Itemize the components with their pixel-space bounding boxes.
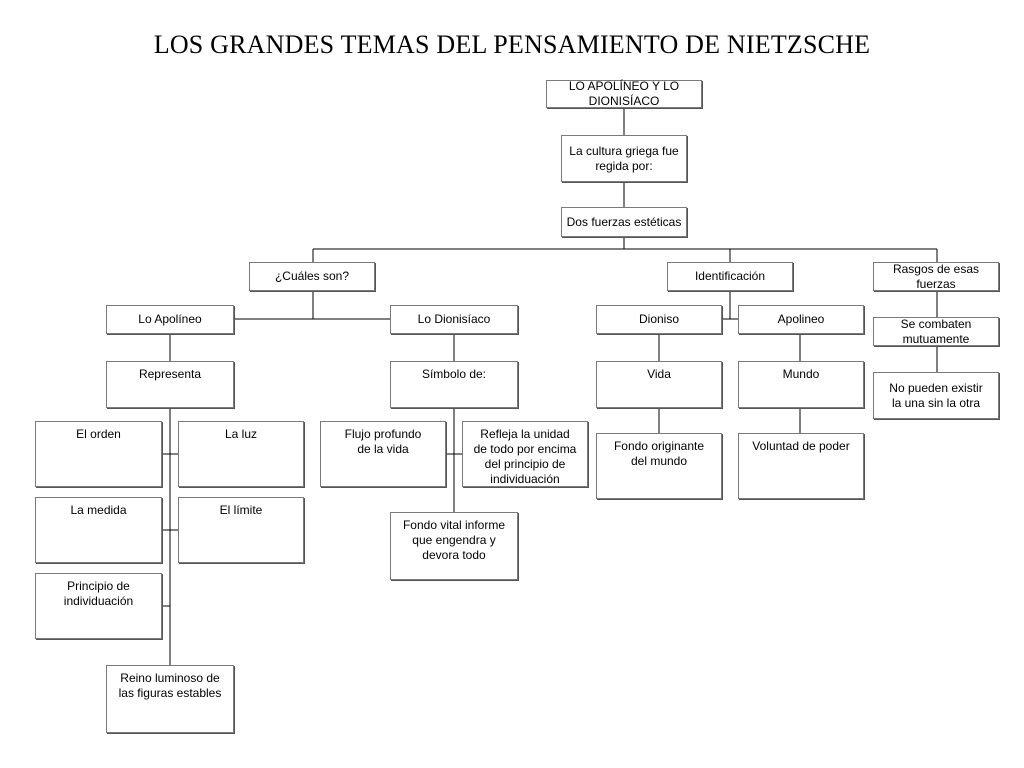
node-se-combaten: Se combaten mutuamente (873, 317, 999, 346)
node-fuerzas: Dos fuerzas estéticas (561, 207, 687, 237)
node-flujo-label: Flujo profundo de la vida (344, 427, 422, 456)
node-orden: El orden (35, 421, 162, 487)
node-limite: El límite (178, 497, 304, 563)
node-dioniso: Dioniso (596, 305, 722, 334)
node-voluntad: Voluntad de poder (738, 433, 864, 499)
node-apolineo-label: Apolineo (777, 312, 825, 326)
node-medida-label: La medida (70, 503, 127, 517)
node-root: LO APOLÍNEO Y LO DIONISÍACO (546, 79, 702, 108)
node-luz-label: La luz (224, 427, 258, 441)
node-no-pueden: No pueden existir la una sin la otra (873, 372, 999, 419)
node-rasgos-label: Rasgos de esas fuerzas (892, 261, 980, 291)
node-vida-label: Vida (647, 367, 671, 381)
node-vida: Vida (596, 361, 722, 408)
node-identificacion-label: Identificación (694, 269, 766, 283)
node-flujo: Flujo profundo de la vida (320, 421, 446, 487)
node-principio-label: Principio de individuación (63, 579, 134, 608)
node-reino: Reino luminoso de las figuras estables (106, 665, 234, 733)
node-mundo: Mundo (738, 361, 864, 408)
node-medida: La medida (35, 497, 162, 563)
node-principio: Principio de individuación (35, 573, 162, 639)
node-cuales-label: ¿Cuáles son? (274, 269, 350, 283)
node-mundo-label: Mundo (782, 367, 820, 381)
node-luz: La luz (178, 421, 304, 487)
node-simbolo-label: Símbolo de: (421, 367, 487, 381)
node-dioniso-label: Dioniso (638, 312, 680, 326)
node-fondo-vital: Fondo vital informe que engendra y devor… (390, 512, 518, 580)
page-title: LOS GRANDES TEMAS DEL PENSAMIENTO DE NIE… (153, 30, 871, 59)
node-se-combaten-label: Se combaten mutuamente (900, 316, 972, 346)
node-lo-apolineo-label: Lo Apolíneo (138, 312, 202, 326)
node-simbolo: Símbolo de: (390, 361, 518, 408)
node-fuerzas-label: Dos fuerzas estéticas (566, 214, 682, 229)
node-lo-dionisiaco: Lo Dionisíaco (390, 305, 518, 334)
node-cultura: La cultura griega fue regida por: (561, 135, 687, 182)
node-cuales: ¿Cuáles son? (249, 262, 375, 291)
node-fondo-originante-label: Fondo originante del mundo (613, 439, 705, 468)
node-root-label: LO APOLÍNEO Y LO DIONISÍACO (568, 79, 680, 108)
node-lo-apolineo: Lo Apolíneo (106, 305, 234, 334)
node-lo-dionisiaco-label: Lo Dionisíaco (417, 312, 491, 326)
node-representa-label: Representa (138, 367, 202, 381)
node-refleja-label: Refleja la unidad de todo por encima del… (473, 427, 577, 486)
node-limite-label: El límite (219, 503, 263, 517)
node-voluntad-label: Voluntad de poder (752, 439, 850, 453)
node-cultura-label: La cultura griega fue regida por: (569, 143, 679, 173)
node-representa: Representa (106, 361, 234, 408)
node-no-pueden-label: No pueden existir la una sin la otra (889, 380, 983, 410)
node-orden-label: El orden (76, 427, 121, 441)
node-rasgos: Rasgos de esas fuerzas (873, 262, 999, 291)
node-identificacion: Identificación (667, 262, 793, 291)
node-fondo-vital-label: Fondo vital informe que engendra y devor… (402, 518, 506, 562)
node-apolineo: Apolineo (738, 305, 864, 334)
node-refleja: Refleja la unidad de todo por encima del… (462, 421, 588, 487)
node-reino-label: Reino luminoso de las figuras estables (118, 671, 222, 700)
node-fondo-originante: Fondo originante del mundo (596, 433, 722, 499)
